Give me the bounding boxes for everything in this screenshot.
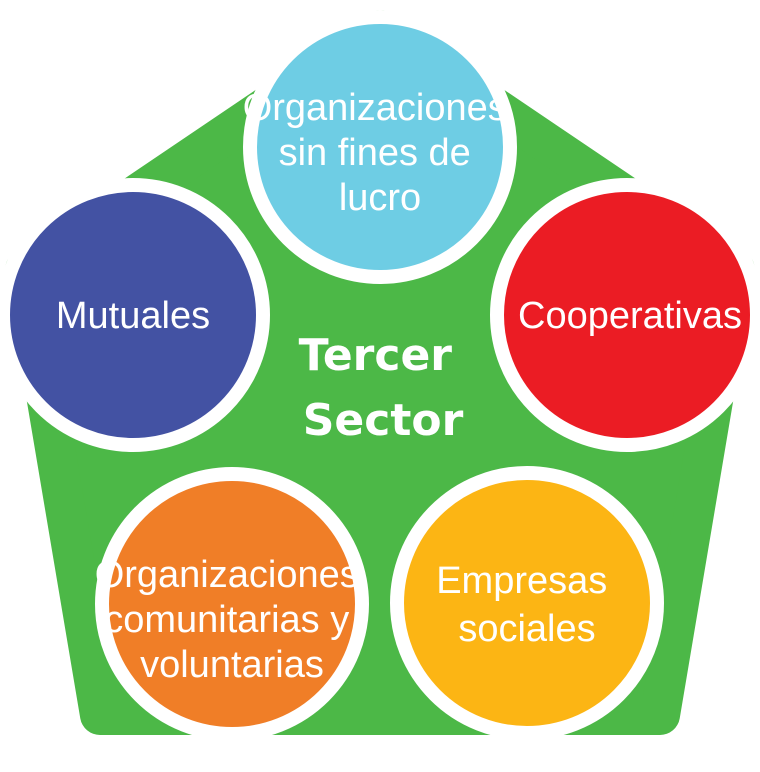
node-comunitarias-label: Organizaciones comunitarias y voluntaria… <box>95 554 370 686</box>
node-empresas-circle <box>390 466 664 740</box>
node-cooperativas: Cooperativas <box>490 178 760 452</box>
center-title: Tercer Sector <box>299 330 468 446</box>
node-empresas-label: Empresas sociales <box>436 560 618 650</box>
node-empresas: Empresas sociales <box>390 466 664 740</box>
node-comunitarias: Organizaciones comunitarias y voluntaria… <box>95 467 370 741</box>
node-cooperativas-label: Cooperativas <box>518 295 742 337</box>
node-comunitarias-circle <box>95 467 369 741</box>
node-mutuales-label: Mutuales <box>56 295 210 337</box>
node-osfl-label: Organizaciones sin fines de lucro <box>243 87 518 219</box>
node-osfl: Organizaciones sin fines de lucro <box>243 10 518 284</box>
node-mutuales: Mutuales <box>0 178 270 452</box>
node-osfl-circle <box>243 10 517 284</box>
node-cooperativas-circle <box>490 178 760 452</box>
node-mutuales-circle <box>0 178 270 452</box>
